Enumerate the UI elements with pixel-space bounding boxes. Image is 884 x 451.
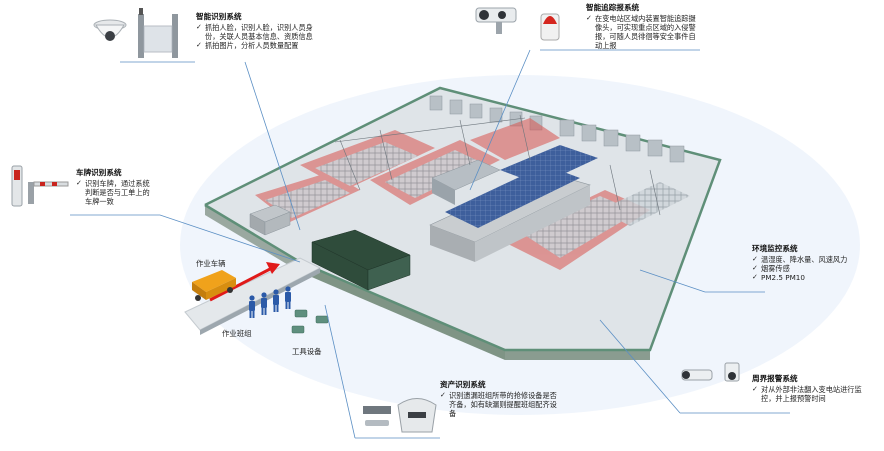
label-tool-equipment: 工具设备 xyxy=(292,347,322,356)
switchgear-racks xyxy=(265,142,690,258)
direction-arrow xyxy=(209,262,280,302)
access-road-edge xyxy=(200,268,320,335)
tracking-camera-icon xyxy=(475,7,517,34)
callout-title: 环境监控系统 xyxy=(752,244,798,253)
callout-tracking-alarm: 智能追踪报系统 在变电站区域内装置智能追踪摄像头，可实现重点区域的入侵警报，可随… xyxy=(586,3,700,50)
face-gate-icon xyxy=(138,8,178,58)
tool-boxes xyxy=(291,309,329,334)
callout-list: 识别遗漏班组所带的抢修设备是否齐备，如有缺漏则提醒班组配齐设备 xyxy=(440,391,558,418)
callout-title: 车牌识别系统 xyxy=(76,168,122,177)
label-work-vehicle: 作业车辆 xyxy=(196,259,226,268)
transformer-block xyxy=(431,159,501,205)
work-vehicle xyxy=(192,270,236,301)
callout-item: 在变电站区域内装置智能追踪摄像头，可实现重点区域的入侵警报，可随人员徘徊等安全事… xyxy=(586,14,700,50)
platform-right xyxy=(505,350,650,360)
container-units xyxy=(311,229,411,291)
callout-perimeter-alarm: 周界报警系统 对从外部非法翻入变电站进行监控，并上报预警时间 xyxy=(752,374,874,403)
dome-camera-icon xyxy=(93,19,127,41)
left-buildings xyxy=(249,204,291,236)
back-wall-equipment xyxy=(429,95,685,163)
callout-title: 资产识别系统 xyxy=(440,380,486,389)
callout-asset-recognition: 资产识别系统 识别遗漏班组所带的抢修设备是否齐备，如有缺漏则提醒班组配齐设备 xyxy=(440,380,558,418)
callout-item: 识别遗漏班组所带的抢修设备是否齐备，如有缺漏则提醒班组配齐设备 xyxy=(440,391,558,418)
callout-list: 温湿度、降水量、风速风力 烟雾传感 PM2.5 PM10 xyxy=(752,255,876,282)
platform-side xyxy=(205,205,300,272)
callout-item: 识别车牌，通过系统判断是否与工单上的车牌一致 xyxy=(76,179,156,206)
callout-item: PM2.5 PM10 xyxy=(752,273,876,282)
alarm-siren-icon xyxy=(540,13,560,41)
callout-face-recognition: 智能识别系统 抓拍人脸，识别人脸，识别人员身份，关联人员基本信息、资质信息 抓拍… xyxy=(196,12,324,50)
callout-item: 烟雾传感 xyxy=(752,264,876,273)
callout-item: 对从外部非法翻入变电站进行监控，并上报预警时间 xyxy=(752,385,874,403)
callout-list: 在变电站区域内装置智能追踪摄像头，可实现重点区域的入侵警报，可随人员徘徊等安全事… xyxy=(586,14,700,50)
callout-list: 对从外部非法翻入变电站进行监控，并上报预警时间 xyxy=(752,385,874,403)
asset-reader-icon xyxy=(363,398,437,433)
callout-item: 抓拍人脸，识别人脸，识别人员身份，关联人员基本信息、资质信息 xyxy=(196,23,324,41)
callout-title: 智能追踪报系统 xyxy=(586,3,640,12)
callout-title: 智能识别系统 xyxy=(196,12,242,21)
callout-item: 温湿度、降水量、风速风力 xyxy=(752,255,876,264)
plate-barrier-icon xyxy=(11,165,69,207)
callout-item: 抓拍图片，分析人员数量配置 xyxy=(196,41,324,50)
callout-list: 识别车牌，通过系统判断是否与工单上的车牌一致 xyxy=(76,179,156,206)
callout-environment-monitoring: 环境监控系统 温湿度、降水量、风速风力 烟雾传感 PM2.5 PM10 xyxy=(752,244,876,282)
transmission-wires xyxy=(334,114,661,216)
control-building xyxy=(429,145,598,262)
perimeter-camera-icon xyxy=(681,362,740,382)
leader-lines xyxy=(70,49,790,439)
platform-front xyxy=(300,262,505,360)
callout-plate-recognition: 车牌识别系统 识别车牌，通过系统判断是否与工单上的车牌一致 xyxy=(76,168,156,206)
label-work-team: 作业班组 xyxy=(222,329,252,338)
work-team xyxy=(249,286,291,318)
callout-list: 抓拍人脸，识别人脸，识别人员身份，关联人员基本信息、资质信息 抓拍图片，分析人员… xyxy=(196,23,324,50)
callout-title: 周界报警系统 xyxy=(752,374,798,383)
